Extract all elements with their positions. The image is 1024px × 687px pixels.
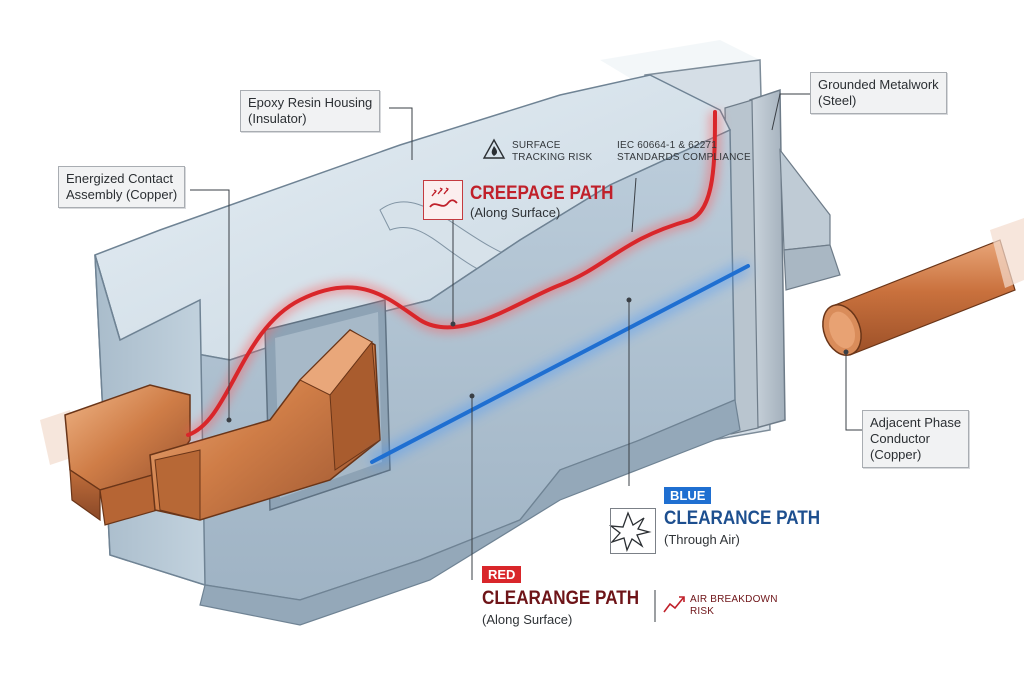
label-adjacent-phase: Adjacent Phase Conductor (Copper)	[862, 410, 970, 468]
creepage-wave-icon	[423, 180, 463, 220]
leader-epoxy	[389, 107, 413, 160]
warning-flame-icon	[482, 138, 506, 159]
clearance-blue-title: CLEARANCE PATH	[664, 508, 821, 529]
note-standards: IEC 60664-1 & 62271 STANDARDS COMPLIANCE	[617, 140, 751, 163]
leader-standards	[631, 177, 637, 233]
note-surface-tracking: SURFACE TRACKING RISK	[512, 140, 593, 163]
spark-burst-icon	[608, 511, 652, 552]
clearance-blue-subtitle: (Through Air)	[664, 532, 740, 547]
clearance-red-subtitle: (Along Surface)	[482, 612, 573, 627]
note-air-breakdown: AIR BREAKDOWN RISK	[690, 594, 778, 617]
clearance-red-title: CLEARANGE PATH	[482, 588, 640, 609]
label-epoxy-housing: Epoxy Resin Housing (Insulator)	[240, 90, 381, 132]
label-grounded-metalwork: Grounded Metalwork (Steel)	[810, 72, 947, 114]
breakdown-arrow-icon	[663, 596, 685, 613]
creepage-path-line	[186, 110, 717, 437]
label-energized-contact: Energized Contact Assembly (Copper)	[58, 166, 186, 208]
tag-red: RED	[482, 566, 522, 583]
leader-grounded	[771, 93, 810, 131]
creepage-subtitle: (Along Surface)	[470, 205, 561, 220]
tag-blue: BLUE	[664, 487, 712, 504]
creepage-title: CREEPAGE PATH	[470, 183, 614, 204]
clearance-icon-frame	[610, 508, 656, 554]
leader-contact	[190, 189, 230, 420]
adjacent-phase-rod	[834, 239, 1016, 356]
clearance-path-line	[370, 264, 750, 464]
